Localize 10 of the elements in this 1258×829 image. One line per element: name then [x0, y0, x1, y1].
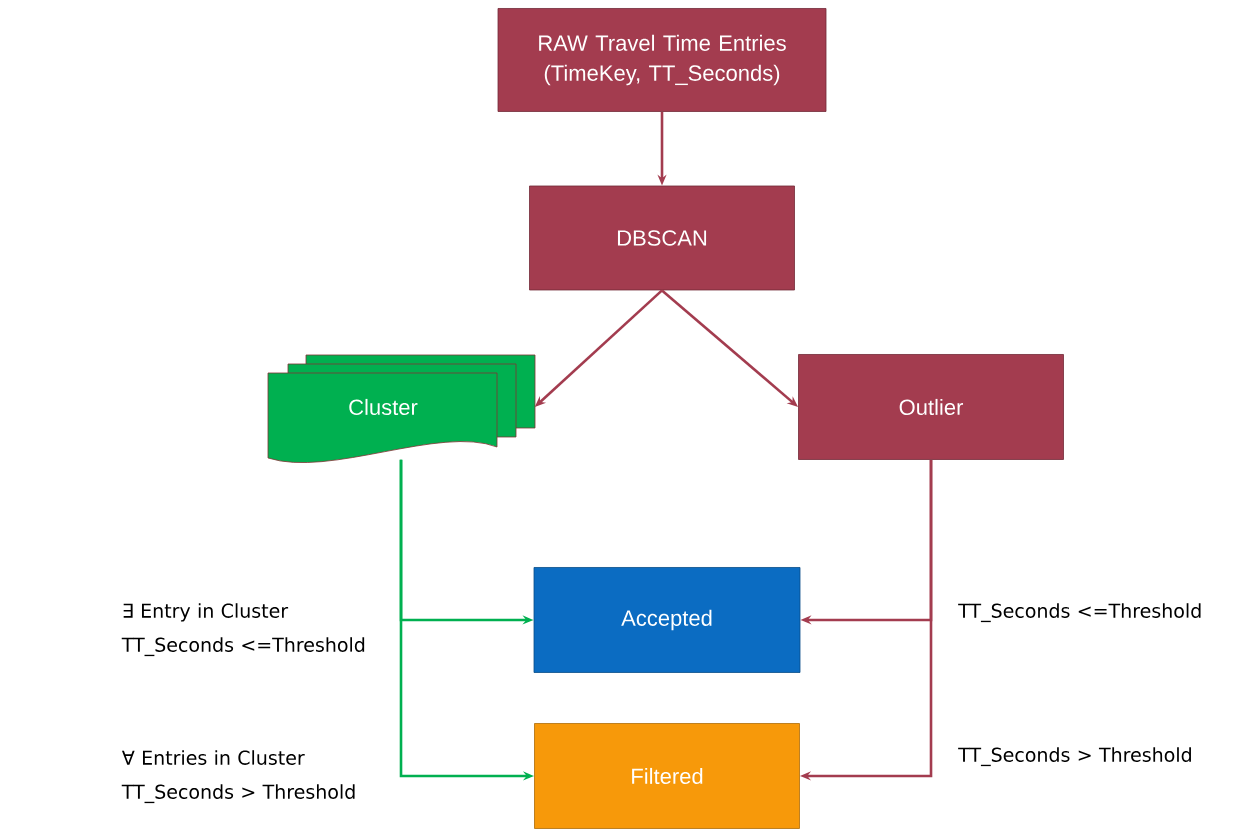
result-box: Filtered	[534, 723, 800, 829]
result-box: Accepted	[533, 567, 801, 673]
process-box: DBSCAN	[529, 185, 795, 291]
edge-label: TT_Seconds <=Threshold	[958, 603, 1201, 623]
edge-label: ∀ Entries in Cluster TT_Seconds > Threshold	[121, 750, 355, 804]
document-stack: Cluster	[267, 354, 536, 463]
process-box: Outlier	[798, 354, 1064, 460]
process-box: RAW Travel Time Entries (TimeKey, TT_Seconds)	[497, 8, 827, 112]
edge-label: ∃ Entry in Cluster TT_Seconds <=Threshold	[121, 603, 365, 657]
edge-label: TT_Seconds > Threshold	[958, 747, 1191, 767]
